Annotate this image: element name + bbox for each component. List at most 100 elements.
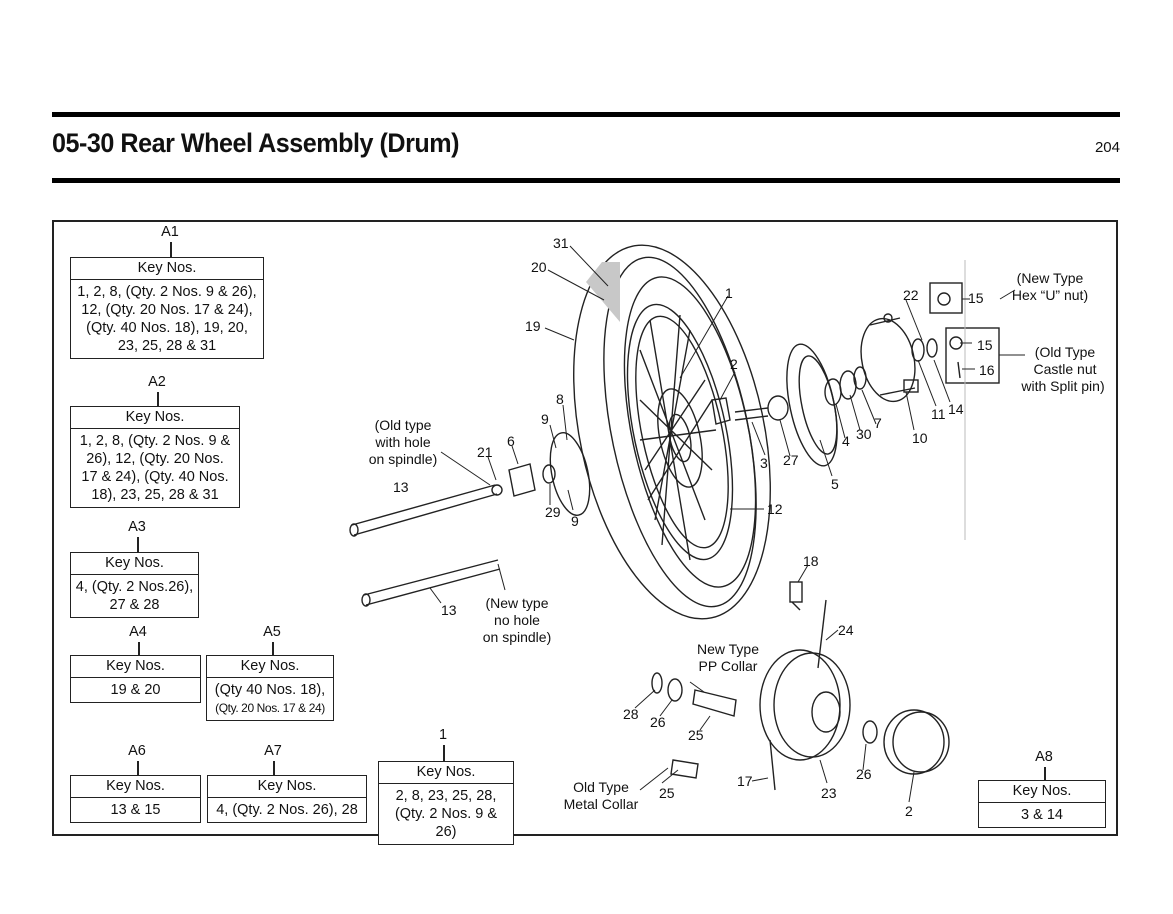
- kit-tag-line: [443, 745, 445, 761]
- callout: 27: [783, 452, 799, 468]
- kit-tag: 1: [438, 727, 448, 743]
- cush-rubber-2: [883, 709, 950, 775]
- note-old-type-spindle: with hole: [374, 434, 430, 450]
- callout: 9: [571, 513, 579, 529]
- callout: 2: [905, 803, 913, 819]
- callout: 25: [688, 727, 704, 743]
- kit-tag-line: [137, 761, 139, 775]
- kit-table-body: 3 & 14: [979, 803, 1105, 827]
- callout: 9: [541, 411, 549, 427]
- kit-table-body: 4, (Qty. 2 Nos.26),27 & 28: [71, 575, 198, 617]
- kit-table-line: 1, 2, 8, (Qty. 2 Nos. 9 & 26),: [77, 284, 257, 300]
- kit-table-line: 3 & 14: [1021, 807, 1063, 823]
- callout: 11: [931, 406, 946, 422]
- kit-table-header: Key Nos.: [71, 656, 200, 678]
- kit-table: Key Nos. 19 & 20: [70, 655, 201, 703]
- header-bottom-rule: [52, 178, 1120, 183]
- kit-table-body: (Qty 40 Nos. 18), (Qty. 20 Nos. 17 & 24): [207, 678, 333, 720]
- callout: 17: [737, 773, 753, 789]
- kit-table: Key Nos.3 & 14: [978, 780, 1106, 828]
- kit-table-line: 17 & 24), (Qty. 40 Nos.: [81, 469, 229, 485]
- callout: 6: [507, 433, 515, 449]
- kit-table: Key Nos.13 & 15: [70, 775, 201, 823]
- kit-table: Key Nos. 1, 2, 8, (Qty. 2 Nos. 9 & 26), 12…: [70, 257, 264, 359]
- callout: 26: [856, 766, 872, 782]
- kit-table-body: 2, 8, 23, 25, 28,(Qty. 2 Nos. 9 & 26): [379, 784, 513, 844]
- callout: 24: [838, 622, 854, 638]
- kit-table-body: 4, (Qty. 2 Nos. 26), 28: [208, 798, 366, 822]
- diagram-frame: [52, 220, 1118, 836]
- note-old-type-metal-collar: Metal Collar: [564, 796, 639, 812]
- callout: 2: [730, 356, 738, 372]
- kit-table-line: 12, (Qty. 20 Nos. 17 & 24),: [81, 302, 253, 318]
- kit-table: Key Nos.(Qty 40 Nos. 18),(Qty. 20 Nos. 1…: [206, 655, 334, 721]
- callout: 29: [545, 504, 561, 520]
- spoke-24: [817, 599, 827, 669]
- note-new-type-hex-nut: (New Type: [1017, 270, 1084, 286]
- kit-table-line: 19 & 20: [110, 682, 161, 698]
- kit-table-line: 2, 8, 23, 25, 28,: [395, 788, 497, 804]
- kit-table-line: (Qty. 20 Nos. 17 & 24): [215, 701, 325, 715]
- collars: [651, 672, 878, 779]
- leader-lines: [429, 245, 1025, 803]
- hub-23: [759, 649, 851, 791]
- page-title: 05-30 Rear Wheel Assembly (Drum): [52, 128, 460, 158]
- callout: 23: [821, 785, 837, 801]
- spindle-old-type: [349, 484, 503, 537]
- kit-table-line: 1, 2, 8, (Qty. 2 Nos. 9 &: [79, 433, 231, 449]
- note-new-type-spindle: (New type: [485, 595, 548, 611]
- kit-tag: A6: [128, 743, 146, 759]
- kit-table-header: Key Nos.: [379, 762, 513, 784]
- kit-table-header: Key Nos.: [71, 258, 263, 280]
- callout: 31: [553, 235, 569, 251]
- callout: 14: [948, 401, 964, 417]
- kit-table-line: 4, (Qty. 2 Nos. 26), 28: [216, 802, 358, 818]
- callout: 13: [441, 602, 457, 618]
- callout: 3: [760, 455, 768, 471]
- kit-table-body: 1, 2, 8, (Qty. 2 Nos. 9 & 26), 12, (Qty. …: [71, 429, 239, 507]
- note-new-type-pp-collar: PP Collar: [699, 658, 758, 674]
- spacer-6: [508, 463, 536, 497]
- callout: 19: [525, 318, 541, 334]
- kit-table-line: 4, (Qty. 2 Nos.26),: [75, 579, 194, 595]
- note-old-type-spindle: on spindle): [369, 451, 438, 467]
- kit-tag: A8: [1035, 749, 1053, 765]
- kit-table-line: 13 & 15: [110, 802, 161, 818]
- kit-tag: A3: [128, 519, 146, 535]
- kit-tag-line: [1044, 767, 1046, 780]
- callout: 28: [623, 706, 639, 722]
- spindle-new-type: [361, 559, 501, 607]
- kit-table-line: (Qty 40 Nos. 18),: [214, 682, 326, 698]
- kit-tag-line: [170, 242, 172, 257]
- spoked-rim: [626, 303, 734, 561]
- callout: 26: [650, 714, 666, 730]
- spoke-nipple-18: [789, 581, 803, 611]
- callout: 15: [977, 337, 993, 353]
- callout: 15: [968, 290, 984, 306]
- brake-plate: [860, 313, 938, 403]
- kit-tag-line: [157, 392, 159, 406]
- kit-table-body: 13 & 15: [71, 798, 200, 822]
- callout: 8: [556, 391, 564, 407]
- kit-table: Key Nos. 4, (Qty. 2 Nos. 26), 28: [207, 775, 367, 823]
- callout: 13: [393, 479, 409, 495]
- kit-table-line: 18), 23, 25, 28 & 31: [91, 487, 219, 503]
- callout: 7: [874, 415, 882, 431]
- kit-table-line: (Qty. 40 Nos. 18), 19, 20,: [86, 320, 248, 336]
- kit-tag-line: [137, 537, 139, 552]
- callout: 22: [903, 287, 919, 303]
- note-new-type-hex-nut: Hex “U” nut): [1012, 287, 1088, 303]
- callout: 25: [659, 785, 675, 801]
- kit-table-header: Key Nos.: [71, 553, 198, 575]
- note-old-type-metal-collar: Old Type: [573, 779, 629, 795]
- kit-table-header: Key Nos.: [208, 776, 366, 798]
- kit-table-line: 26), 12, (Qty. 20 Nos.: [86, 451, 224, 467]
- kit-tag-line: [138, 642, 140, 655]
- kit-table-body: 19 & 20: [71, 678, 200, 702]
- note-old-type-castle-nut: (Old Type: [1035, 344, 1096, 360]
- notes: (Old type with hole on spindle) (New typ…: [369, 270, 1105, 812]
- kit-tag: A7: [264, 743, 282, 759]
- kit-table-line: 23, 25, 28 & 31: [117, 338, 217, 354]
- note-old-type-castle-nut: with Split pin): [1020, 378, 1104, 394]
